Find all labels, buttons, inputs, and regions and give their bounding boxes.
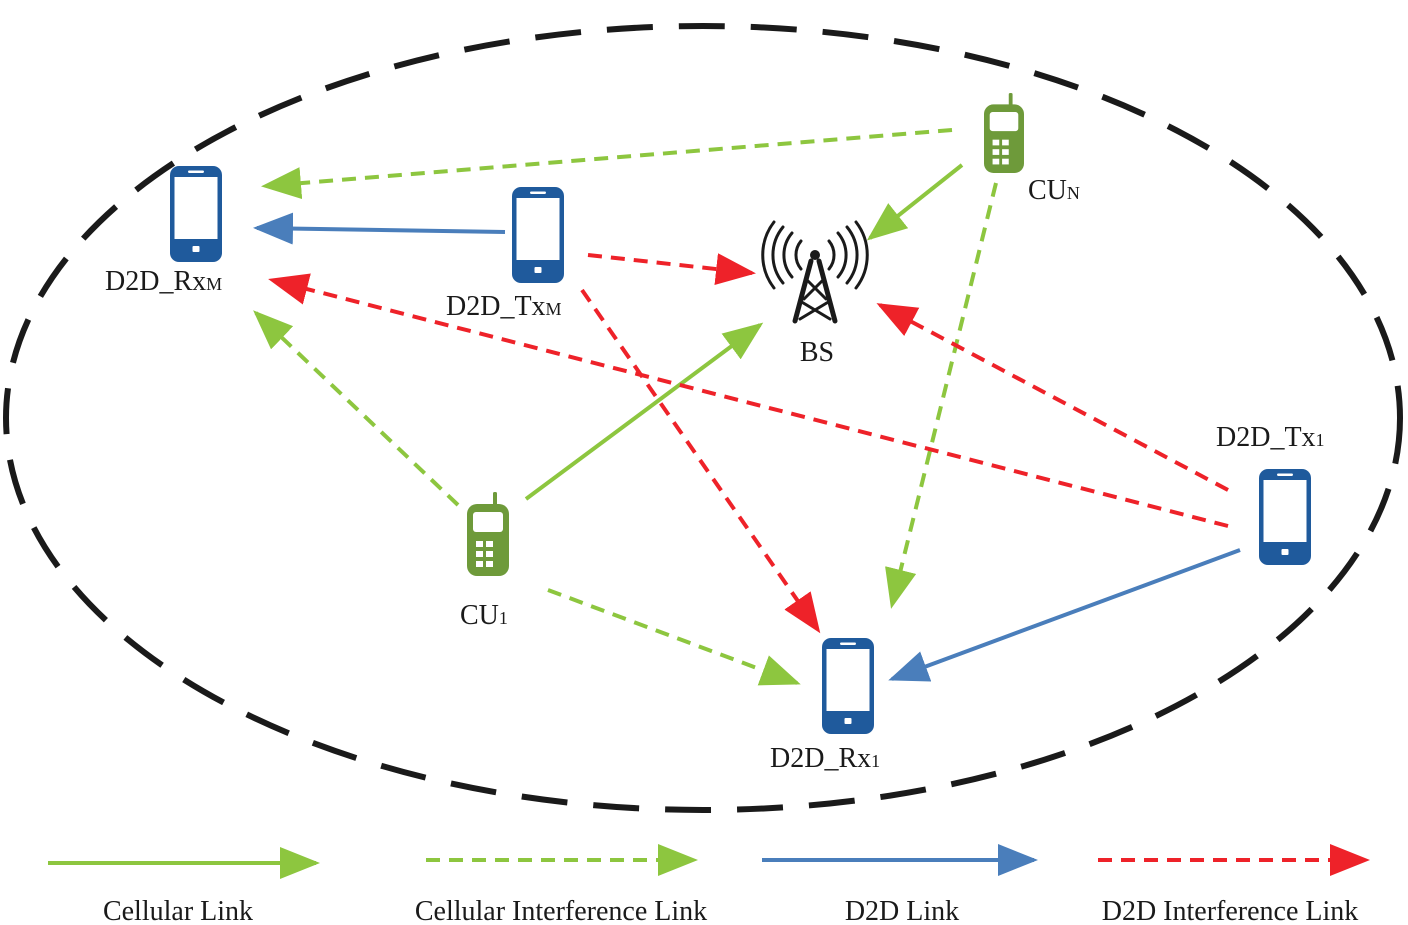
legend-label-cellular: Cellular Link (103, 896, 253, 925)
smartphone-icon (512, 187, 564, 283)
label-cu-n: CUN (1028, 175, 1080, 206)
label-d2d-rx-1: D2D_Rx1 (770, 743, 880, 774)
label-d2d-tx-m: D2D_TxM (446, 291, 562, 322)
link-txm-to-rxm (253, 212, 506, 245)
label-cu-1: CU1 (460, 600, 508, 631)
link-cun-to-rx1 (885, 182, 998, 609)
link-cu1-to-rxm (253, 310, 460, 507)
link-cun-to-rxm (261, 128, 953, 200)
legend-label-d2d: D2D Link (845, 896, 959, 925)
legend-label-cellular-interference: Cellular Interference Link (415, 896, 707, 925)
link-cu1-to-bs (524, 322, 764, 501)
smartphone-icon (822, 638, 874, 734)
smartphone-icon (170, 166, 222, 262)
link-cun-to-bs (866, 163, 964, 241)
link-tx1-to-rxm (268, 273, 1229, 528)
base-station-icon (761, 220, 869, 324)
label-d2d-rx-m: D2D_RxM (105, 266, 222, 297)
links (253, 128, 1241, 686)
label-d2d-tx-1: D2D_Tx1 (1216, 422, 1325, 453)
feature-phone-icon (984, 93, 1024, 173)
smartphone-icon (1259, 469, 1311, 565)
link-tx1-to-bs (876, 303, 1229, 492)
link-txm-to-bs (587, 253, 756, 285)
link-tx1-to-rx1 (888, 548, 1241, 682)
link-cu1-to-rx1 (547, 588, 801, 686)
feature-phone-icon (467, 492, 509, 576)
link-txm-to-rx1 (580, 288, 821, 634)
legend-label-d2d-interference: D2D Interference Link (1102, 896, 1359, 925)
legend: Cellular Link Cellular Interference Link… (48, 844, 1370, 925)
cell-boundary (3, 23, 1403, 813)
label-bs: BS (800, 337, 834, 368)
